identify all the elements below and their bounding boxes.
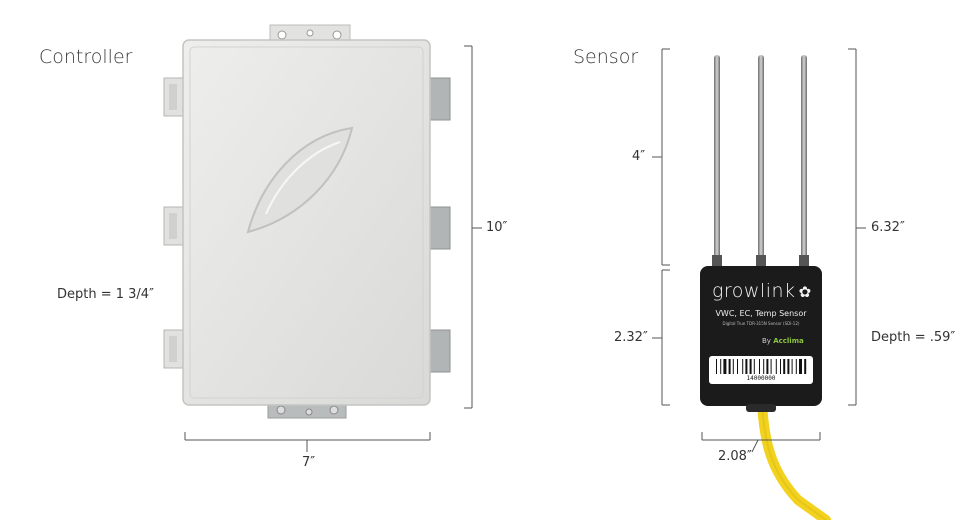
controller-width-label: 7″ — [302, 455, 316, 470]
sensor-product-line: VWC, EC, Temp Sensor — [715, 309, 807, 318]
controller-depth-label: Depth = 1 3/4″ — [57, 287, 154, 302]
sensor-depth-label: Depth = .59″ — [871, 330, 956, 345]
leaf-mark-icon: ✿ — [798, 283, 812, 301]
body-height-dimension — [652, 269, 670, 406]
controller-width-dimension — [184, 432, 431, 452]
total-height-dimension — [848, 48, 866, 406]
sensor-title: Sensor — [573, 46, 639, 68]
controller-height-dimension — [464, 45, 482, 409]
sensor-partner: By Acclima — [762, 337, 804, 345]
sensor-probes — [712, 55, 809, 270]
controller-height-label: 10″ — [486, 220, 508, 235]
controller-title: Controller — [39, 46, 133, 68]
controller-enclosure — [163, 24, 451, 419]
total-height-label: 6.32″ — [871, 220, 905, 235]
sensor-width-label: 2.08″ — [718, 449, 752, 464]
sensor-brand: growlink✿ — [712, 280, 812, 302]
partner-name: Acclima — [773, 337, 804, 345]
by-text: By — [762, 337, 771, 345]
sensor-cable — [757, 397, 831, 520]
leaf-logo-icon — [246, 126, 354, 234]
body-height-label: 2.32″ — [614, 330, 648, 345]
brand-name: growlink — [712, 280, 796, 302]
barcode-serial: 14000000 — [746, 375, 776, 382]
sensor-width-dimension — [701, 432, 821, 453]
probe-length-dimension — [652, 48, 670, 266]
barcode-label — [709, 356, 813, 384]
sensor-product-detail: Digital True TDR-315N Sensor (SDI-12) — [722, 321, 800, 326]
probe-length-label: 4″ — [632, 149, 646, 164]
